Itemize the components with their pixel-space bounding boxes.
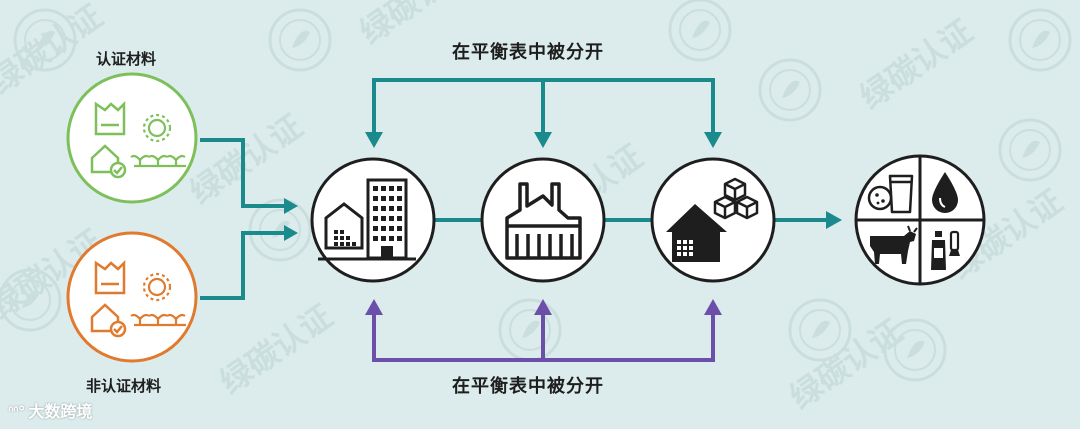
certified-source-node: [66, 72, 198, 204]
watermark-seal: [883, 318, 947, 382]
sprouts-icon: [130, 313, 186, 327]
process-node-factory: [480, 157, 606, 283]
certified-materials-label: 认证材料: [96, 50, 157, 68]
arrowhead: [704, 132, 722, 148]
noncertified-materials-label: 非认证材料: [86, 377, 162, 395]
watermark-text: 绿碳认证: [183, 107, 310, 212]
home-check-icon: [90, 144, 127, 179]
storage-icon: [94, 100, 126, 136]
watermark-text: 绿碳认证: [853, 12, 980, 117]
bottom-flow-label: 在平衡表中被分开: [452, 376, 604, 397]
watermark-seal: [758, 58, 822, 122]
connector-certified: [200, 138, 286, 208]
noncertified-source-node: [66, 231, 198, 363]
arrowhead: [534, 299, 552, 315]
brand-watermark: ᐢᐢ°大数跨境: [8, 398, 92, 422]
process-node-buildings: [310, 157, 436, 283]
watermark-seal: [248, 198, 312, 262]
window-grid: [334, 230, 356, 246]
brand-name: 大数跨境: [28, 402, 93, 421]
home-check-icon: [90, 303, 127, 338]
watermark-seal: [788, 298, 852, 362]
sun-icon: [142, 113, 172, 143]
process-node-warehouse: [650, 157, 776, 283]
factory-icon: [505, 182, 582, 260]
office-building-icon: [318, 178, 416, 261]
house-icon: [324, 202, 364, 250]
bottom-flow-bracket: [372, 312, 715, 362]
arrowhead: [365, 132, 383, 148]
snack-bag-icon: [867, 174, 914, 214]
watermark-text: 绿碳认证: [783, 312, 910, 417]
watermark-seal: [498, 298, 562, 362]
watermark-seal: [998, 118, 1062, 182]
watermark-seal: [1008, 8, 1072, 72]
product-node: [854, 154, 986, 286]
storage-icon: [94, 259, 126, 295]
watermark-seal: [668, 0, 732, 62]
sun-icon: [142, 272, 172, 302]
cow-icon: [870, 225, 918, 264]
top-flow-label: 在平衡表中被分开: [452, 42, 604, 63]
arrowhead: [534, 132, 552, 148]
arrowhead: [704, 299, 722, 315]
warehouse-icon: [666, 204, 727, 262]
boxes-icon: [713, 177, 759, 220]
top-flow-bracket: [372, 78, 715, 135]
watermark-seal: [0, 268, 62, 332]
water-drop-icon: [932, 172, 958, 213]
arrowhead: [284, 198, 298, 214]
arrowhead: [284, 225, 298, 241]
source-connectors: [200, 138, 286, 300]
brand-logo-icon: ᐢᐢ°: [8, 403, 25, 421]
arrowhead: [826, 211, 842, 229]
sprouts-icon: [130, 154, 186, 168]
watermark-seal: [268, 8, 332, 72]
arrowhead: [365, 299, 383, 315]
watermark-seal: [13, 8, 77, 72]
watermark-text: 绿碳认证: [213, 297, 340, 402]
connector-noncertified: [200, 231, 286, 300]
condiments-icon: [931, 230, 960, 270]
